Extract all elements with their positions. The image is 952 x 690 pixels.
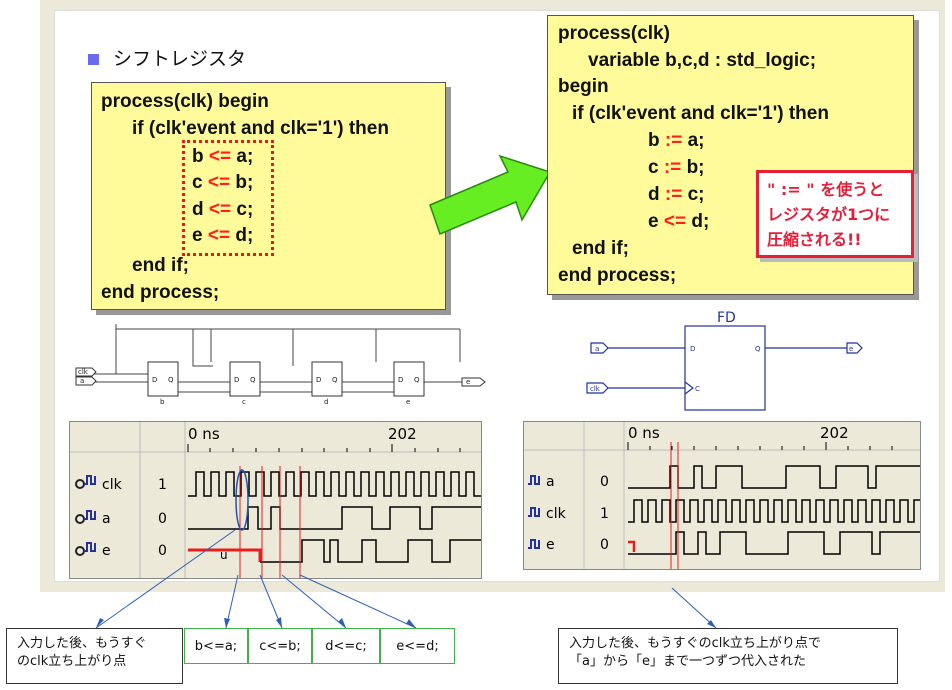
code-assign: d := c; xyxy=(648,184,705,205)
time-start-label: 0 ns xyxy=(188,425,220,443)
pin-label-d: D xyxy=(690,345,695,353)
signal-name: clk xyxy=(546,506,567,522)
callout-line: のclk立ち上がり点 xyxy=(17,654,127,669)
e-undefined-trace xyxy=(188,548,262,562)
pin-label: Q xyxy=(332,376,338,384)
code-line: end if; xyxy=(132,255,189,276)
note-line: 圧縮される!! xyxy=(767,230,862,249)
ff-label: d xyxy=(324,398,328,406)
code-block-signal: process(clk) begin if (clk'event and clk… xyxy=(91,82,446,310)
e-undefined-trace xyxy=(628,540,636,552)
note-line: " := " を使うと xyxy=(767,180,885,199)
callout-left: 入力した後、もうすぐ のclk立ち上がり点 xyxy=(6,628,183,684)
assign-box-b: b<=a; xyxy=(184,628,248,664)
signal-name: clk xyxy=(102,477,123,493)
slide-title: シフトレジスタ xyxy=(88,44,246,71)
signal-value: 0 xyxy=(158,511,167,527)
signal-value: 0 xyxy=(600,474,609,490)
schematic-shift-register: clk a D Q D Q D Q D Q b c d e e xyxy=(75,324,486,406)
pin-label: D xyxy=(398,376,403,384)
code-assign: d <= c; xyxy=(192,199,254,220)
code-line: end process; xyxy=(558,265,677,286)
signal-name: e xyxy=(546,537,555,553)
code-line: process(clk) xyxy=(558,23,670,44)
waveform-left: 0 ns 202 clk a e 1 0 0 u xyxy=(69,421,482,579)
signal-name: a xyxy=(102,511,111,527)
a-trace xyxy=(188,506,481,530)
callout-line: 入力した後、もうすぐのclk立ち上がり点で xyxy=(569,636,821,651)
pin-label: D xyxy=(316,376,321,384)
highlight-ellipse xyxy=(235,469,249,531)
signal-value: 0 xyxy=(158,543,167,559)
pin-label: Q xyxy=(168,376,174,384)
output-label-e: e xyxy=(466,378,470,386)
code-line: process(clk) begin xyxy=(101,91,269,112)
note-box: " := " を使うと レジスタが1つに 圧縮される!! xyxy=(756,170,914,258)
signal-value: 1 xyxy=(158,477,167,493)
code-line: end if; xyxy=(572,238,629,259)
input-label-clk: clk xyxy=(78,368,89,376)
signal-name: a xyxy=(546,474,555,490)
code-line: begin xyxy=(558,76,609,97)
code-line: variable b,c,d : std_logic; xyxy=(588,50,817,71)
assign-box-c: c<=b; xyxy=(248,628,312,664)
code-assign: b := a; xyxy=(648,130,705,151)
e-trace xyxy=(628,531,920,555)
time-mark-label: 202 xyxy=(388,425,417,443)
input-label-a: a xyxy=(595,345,599,353)
ff-label: b xyxy=(160,398,165,406)
input-label-clk: clk xyxy=(590,385,601,393)
code-assign: e <= d; xyxy=(648,211,710,232)
code-assign: c <= b; xyxy=(192,172,254,193)
highlight-dotted-box xyxy=(182,140,274,256)
e-trace xyxy=(260,539,481,563)
code-line: if (clk'event and clk='1') then xyxy=(132,118,389,139)
pin-label-c: C xyxy=(695,385,700,393)
assign-box-e: e<=d; xyxy=(380,628,455,664)
code-assign: e <= d; xyxy=(192,225,254,246)
arrow-right-icon xyxy=(429,154,552,236)
bullet-square-icon xyxy=(88,54,99,65)
assign-box-d: d<=c; xyxy=(312,628,380,664)
pin-label: D xyxy=(234,376,239,384)
note-line: レジスタが1つに xyxy=(767,205,891,224)
pin-label: Q xyxy=(414,376,420,384)
signal-name: e xyxy=(102,543,111,559)
code-assign: b <= a; xyxy=(192,146,254,167)
time-start-label: 0 ns xyxy=(628,424,660,442)
pin-label: Q xyxy=(250,376,256,384)
schematic-fd: FD a clk D Q C e xyxy=(586,310,863,411)
waveform-right: 0 ns 202 a clk e 0 1 0 xyxy=(523,421,921,570)
callout-line: 「a」から「e」まで一つずつ代入された xyxy=(569,654,806,669)
time-mark-label: 202 xyxy=(820,424,849,442)
ff-label: c xyxy=(242,398,246,406)
input-label-a: a xyxy=(80,377,84,385)
code-line: if (clk'event and clk='1') then xyxy=(572,103,829,124)
slide-title-text: シフトレジスタ xyxy=(113,48,247,70)
callout-right: 入力した後、もうすぐのclk立ち上がり点で 「a」から「e」まで一つずつ代入され… xyxy=(558,628,898,684)
ff-label: e xyxy=(406,398,410,406)
code-assign: c := b; xyxy=(648,157,705,178)
callout-line: 入力した後、もうすぐ xyxy=(17,636,147,651)
code-line: end process; xyxy=(101,282,220,303)
output-label-e: e xyxy=(849,345,853,353)
pin-label: D xyxy=(152,376,157,384)
clk-trace xyxy=(628,499,920,523)
pin-label-q: Q xyxy=(755,345,761,353)
fd-title: FD xyxy=(717,310,736,326)
signal-value: 0 xyxy=(600,537,609,553)
e-undefined-label: u xyxy=(220,548,228,562)
signal-value: 1 xyxy=(600,506,609,522)
